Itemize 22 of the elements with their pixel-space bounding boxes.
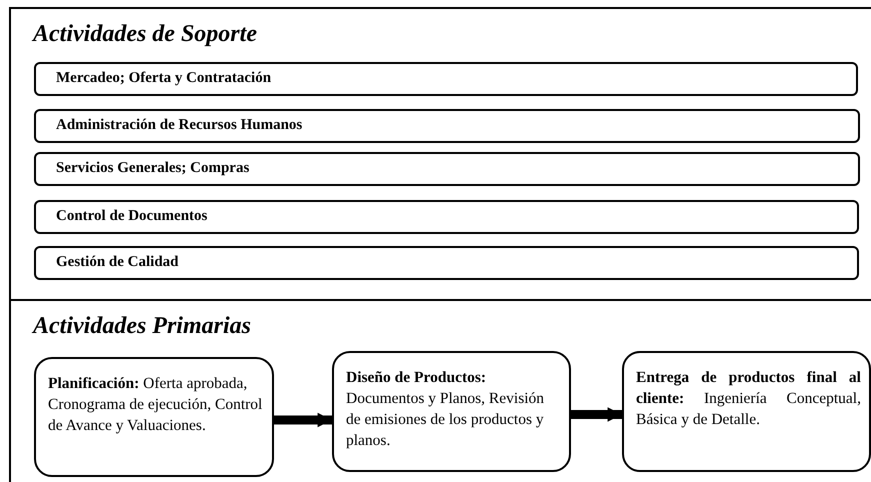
box-text: Gestión de Calidad <box>56 254 179 271</box>
section-panel <box>9 7 871 301</box>
box-text: Entrega de productos final al cliente: Ingeniería Conceptual, Básica y de Detalle. <box>636 368 861 430</box>
process-box <box>622 351 871 472</box>
support-activity-box <box>34 246 859 280</box>
box-text: Administración de Recursos Humanos <box>56 117 302 134</box>
support-activity-box <box>34 152 860 186</box>
arrow <box>274 412 332 428</box>
section-panel <box>9 299 871 482</box>
support-activity-box <box>34 200 859 234</box>
support-activity-box <box>34 62 858 96</box>
section-heading: Actividades de Soporte <box>33 21 257 48</box>
arrow <box>571 407 622 422</box>
box-text: Planificación: Oferta aprobada, Cronograma de ejecución, Control de Avance y Valuaciones. <box>48 374 264 436</box>
box-text: Mercadeo; Oferta y Contratación <box>56 70 272 87</box>
box-text: Control de Documentos <box>56 208 208 225</box>
process-box <box>332 351 571 472</box>
section-heading: Actividades Primarias <box>33 313 251 340</box>
process-box <box>34 357 274 477</box>
box-text: Servicios Generales; Compras <box>56 160 250 177</box>
support-activity-box <box>34 109 860 143</box>
box-text: Diseño de Productos: Documentos y Planos, Revisión de emisiones de los productos y planos. <box>346 368 546 451</box>
